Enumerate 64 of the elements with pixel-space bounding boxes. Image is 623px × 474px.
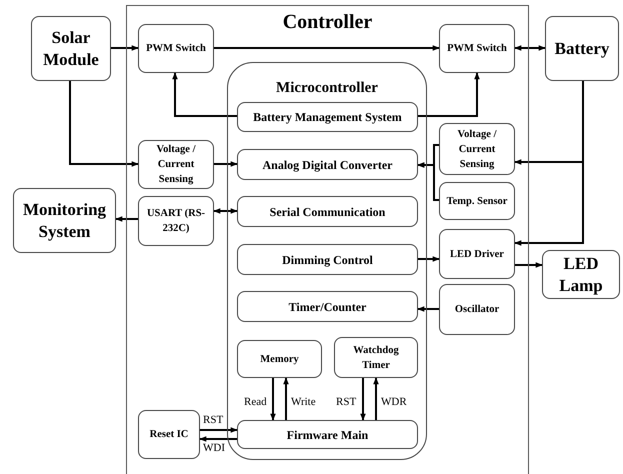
arrow [515, 262, 543, 268]
block-label: Voltage / Current Sensing [456, 128, 498, 172]
block-box [138, 140, 214, 189]
block-box [237, 196, 418, 227]
block-label: Timer/Counter [288, 300, 368, 314]
block-label: Firmware Main [286, 428, 370, 442]
block-label: Analog Digital Converter [262, 158, 394, 172]
block-box [13, 188, 116, 253]
block-box [138, 196, 214, 246]
block-box [237, 102, 418, 132]
block-box [237, 340, 322, 378]
arrow [418, 256, 440, 262]
block-label: PWM Switch [145, 42, 207, 56]
block-label: Reset IC [148, 428, 190, 442]
block-label: Battery Management System [252, 110, 403, 124]
block-box [237, 244, 418, 275]
block-label: Oscillator [454, 303, 500, 317]
arrow [200, 427, 238, 433]
block-label: Battery [554, 38, 610, 60]
block-box [545, 16, 619, 81]
arrow [199, 436, 237, 442]
arrow [514, 81, 584, 246]
block-label: Voltage / Current Sensing [156, 143, 196, 187]
container-title: Microcontroller [275, 79, 379, 97]
block-box [138, 24, 214, 73]
block-label: PWM Switch [446, 42, 508, 56]
block-label: Solar Module [42, 26, 100, 70]
block-box [31, 16, 111, 81]
block-label: Temp. Sensor [446, 194, 508, 208]
block-label: Dimming Control [281, 252, 374, 266]
block-box [237, 420, 418, 449]
arrow [270, 378, 276, 421]
block-label: USART (RS-232C) [146, 207, 206, 236]
arrow [417, 306, 439, 312]
block-label: Watchdog Timer [352, 344, 400, 372]
block-box [334, 337, 418, 378]
block-box [439, 182, 515, 220]
block-box [439, 24, 515, 73]
block-label: Memory [259, 352, 300, 366]
arrow [69, 81, 139, 167]
block-box [542, 250, 620, 299]
arrow [418, 72, 480, 117]
block-box [138, 410, 200, 459]
arrow [514, 45, 546, 51]
arrow [111, 45, 139, 51]
block-label: Monitoring System [22, 198, 108, 242]
block-box [237, 149, 418, 180]
block-box [439, 123, 515, 175]
arrow [214, 161, 238, 167]
arrow [417, 162, 439, 201]
container-title: Controller [282, 10, 374, 34]
arrow [360, 378, 366, 421]
block-label: Serial Communication [268, 204, 386, 218]
arrow [214, 45, 440, 51]
arrow [373, 377, 379, 420]
block-box [439, 229, 515, 279]
arrow [283, 377, 289, 420]
arrow [115, 216, 138, 222]
block-label: LED Lamp [558, 252, 604, 296]
arrow [172, 72, 237, 117]
block-box [237, 291, 418, 322]
block-label: LED Driver [449, 248, 505, 262]
block-box [439, 284, 515, 335]
arrow [213, 208, 238, 214]
